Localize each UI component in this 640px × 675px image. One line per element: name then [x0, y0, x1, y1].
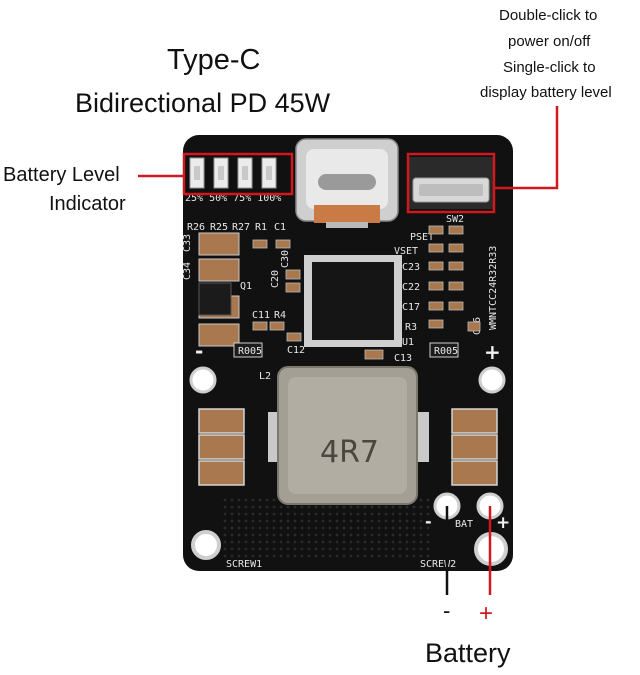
led-percent-marks: 25% 50% 75% 100% [185, 193, 281, 204]
vertical-code: WMNTCC24R32R33 [488, 246, 499, 330]
resistor-r005-right [429, 342, 459, 358]
mount-hole-right [478, 366, 506, 394]
switch-callout-line [494, 106, 559, 190]
ref-r1: R1 [255, 222, 267, 233]
ref-c30: C30 [280, 250, 291, 268]
ref-c1: C1 [274, 222, 286, 233]
ref-c33: C33 [182, 234, 193, 252]
small-smd [252, 225, 481, 360]
ref-c12: C12 [287, 345, 305, 356]
mosfet-q1 [198, 282, 232, 316]
ref-c17: C17 [402, 302, 420, 313]
ref-r25: R25 [210, 222, 228, 233]
ref-l2: L2 [259, 371, 271, 382]
ref-c34: C34 [182, 262, 193, 280]
bat-silk-label: BAT [455, 519, 473, 530]
ref-c20: C20 [270, 270, 281, 288]
led-callout-box [182, 152, 294, 196]
switch-label: SW2 [446, 214, 464, 225]
tactile-switch [408, 157, 494, 209]
ref-c11: C11 [252, 310, 270, 321]
inductor-code: 4R7 [320, 435, 379, 470]
indicator-label: Indicator [49, 193, 126, 215]
board-plus-mark: + [484, 340, 501, 364]
lower-caps [198, 408, 498, 486]
r005-right-label: R005 [434, 346, 458, 357]
callouts [138, 106, 559, 595]
ref-q1: Q1 [240, 281, 252, 292]
bat-plus-silk: + [496, 513, 510, 533]
switch-callout-box [406, 152, 496, 214]
ref-r26: R26 [187, 222, 205, 233]
main-controller-ic [304, 255, 402, 347]
ref-c13: C13 [394, 353, 412, 364]
battery-level-label: Battery Level [3, 164, 120, 186]
switch-note-line-3: Single-click to [503, 59, 596, 76]
pset-label: PSET [410, 232, 434, 243]
ref-c22: C22 [402, 282, 420, 293]
vset-label: VSET [394, 246, 418, 257]
switch-note-line-4: display battery level [480, 84, 612, 101]
switch-note-line-1: Double-click to [499, 7, 598, 24]
resistor-r005-left [233, 342, 263, 358]
ref-r3: R3 [405, 322, 417, 333]
ref-u1: U1 [402, 337, 414, 348]
ref-c23: C23 [402, 262, 420, 273]
battery-label: Battery [425, 638, 511, 668]
screw-hole-1 [191, 530, 221, 560]
title-pd-power: Bidirectional PD 45W [75, 88, 331, 118]
ref-r4: R4 [274, 310, 286, 321]
board-minus-mark: - [195, 339, 203, 363]
power-inductor [268, 366, 429, 505]
via-texture [223, 498, 430, 558]
battery-plus-label: + [479, 600, 494, 627]
usb-c-connector [295, 138, 399, 228]
mount-hole-left [189, 366, 217, 394]
bat-minus-silk: - [425, 512, 432, 531]
r005-left-label: R005 [238, 346, 262, 357]
switch-note-line-2: power on/off [508, 33, 591, 50]
screw2-label: SCREW2 [420, 559, 456, 570]
screw1-label: SCREW1 [226, 559, 262, 570]
battery-minus-label: - [443, 598, 451, 623]
led-indicator-row [189, 157, 277, 189]
ref-r27: R27 [232, 222, 250, 233]
title-type-c: Type-C [167, 44, 261, 76]
